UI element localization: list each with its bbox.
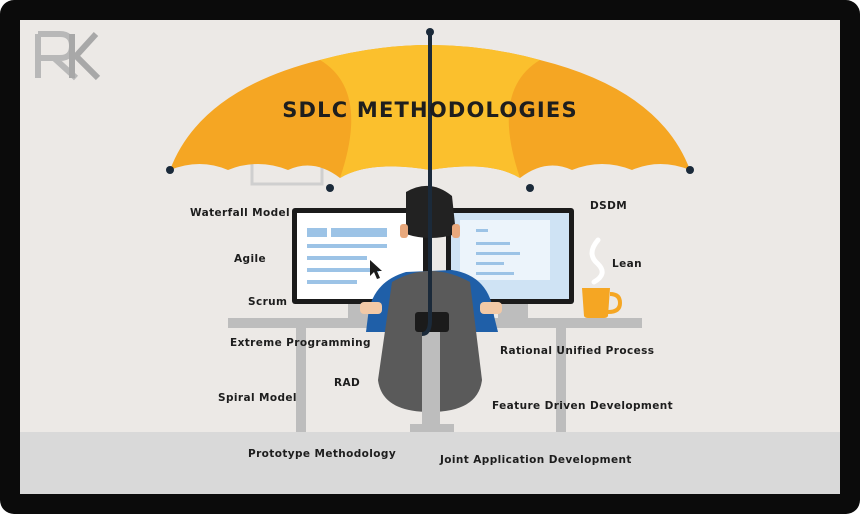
label-waterfall-model: Waterfall Model	[190, 207, 291, 219]
label-lean: Lean	[612, 258, 642, 270]
label-prototype-methodology: Prototype Methodology	[248, 448, 397, 460]
diagram-title: SDLC METHODOLOGIES	[282, 98, 578, 122]
floor	[20, 432, 840, 494]
label-rad: RAD	[334, 377, 361, 389]
steam-icon	[589, 237, 605, 285]
label-spiral-model: Spiral Model	[218, 392, 297, 404]
label-rational-unified-process: Rational Unified Process	[500, 345, 655, 357]
mouse-cursor-icon	[370, 260, 382, 279]
coffee-mug-icon	[582, 288, 623, 318]
illustration-art	[35, 28, 694, 432]
desk-leg-left	[296, 328, 306, 432]
label-agile: Agile	[234, 253, 266, 265]
umbrella-icon	[166, 28, 694, 336]
label-feature-driven-development: Feature Driven Development	[492, 400, 674, 412]
label-dsdm: DSDM	[590, 200, 628, 212]
label-joint-application-development: Joint Application Development	[440, 454, 632, 466]
desk-leg-right	[556, 328, 566, 432]
illustration-scene: SDLC METHODOLOGIES Waterfall Model Agile…	[20, 20, 840, 494]
label-scrum: Scrum	[248, 296, 288, 308]
rk-logo	[35, 31, 101, 81]
label-extreme-programming: Extreme Programming	[230, 337, 371, 349]
